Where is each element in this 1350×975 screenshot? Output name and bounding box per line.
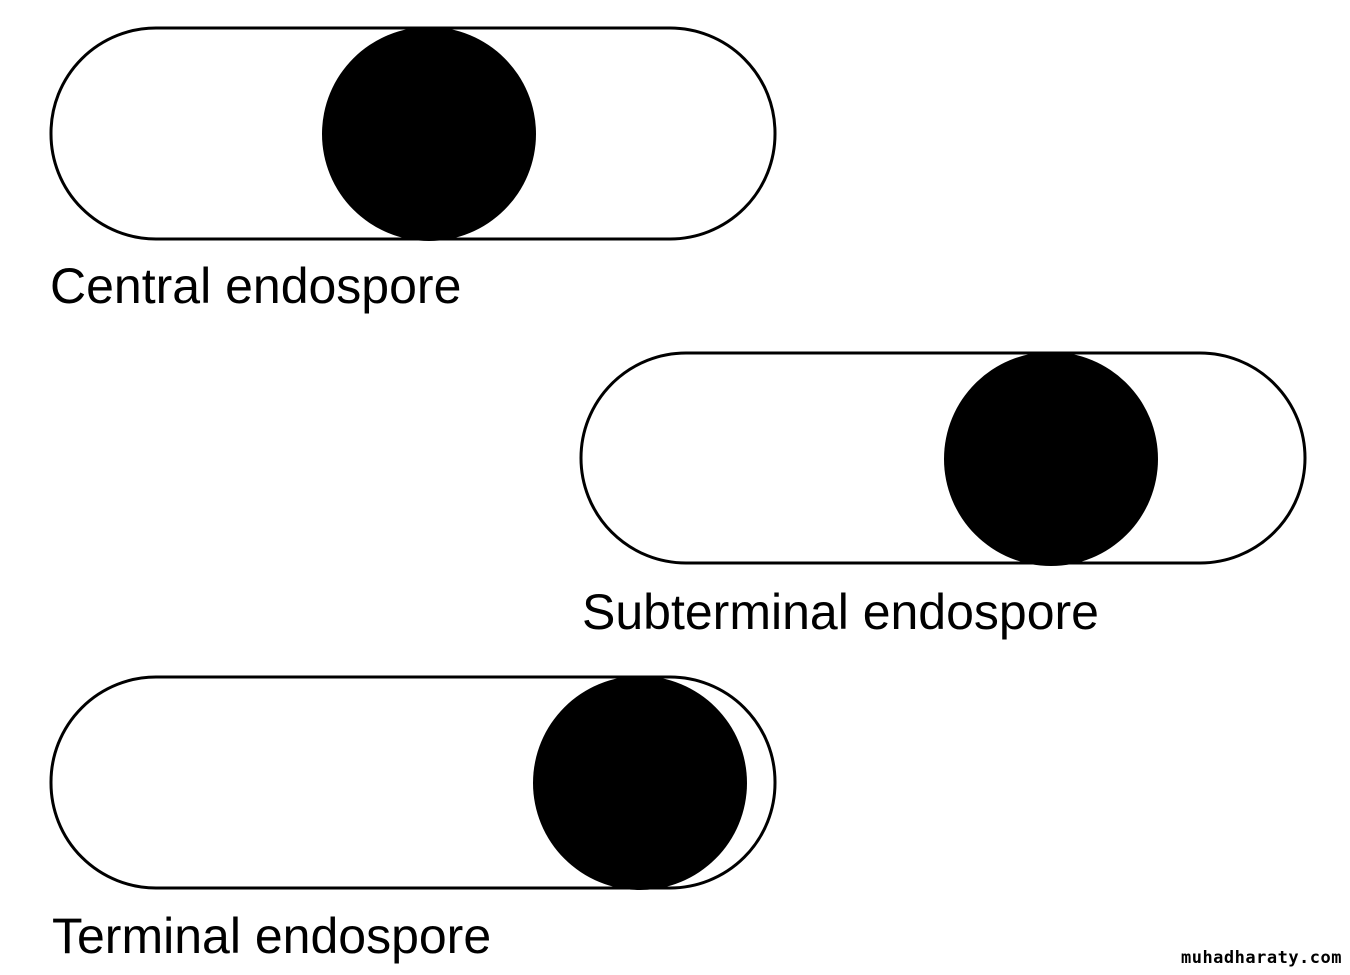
spore-terminal — [533, 676, 747, 890]
watermark-text: muhadharaty.com — [1180, 948, 1342, 968]
label-subterminal: Subterminal endospore — [582, 584, 1099, 640]
cell-central: Central endospore — [49, 26, 777, 314]
label-terminal: Terminal endospore — [52, 908, 491, 964]
cell-terminal: Terminal endospore — [49, 675, 777, 964]
label-central: Central endospore — [50, 258, 461, 314]
cell-subterminal: Subterminal endospore — [579, 351, 1307, 640]
cell-body-subterminal — [579, 351, 1307, 565]
spore-central — [322, 27, 536, 241]
spore-subterminal — [944, 352, 1158, 566]
